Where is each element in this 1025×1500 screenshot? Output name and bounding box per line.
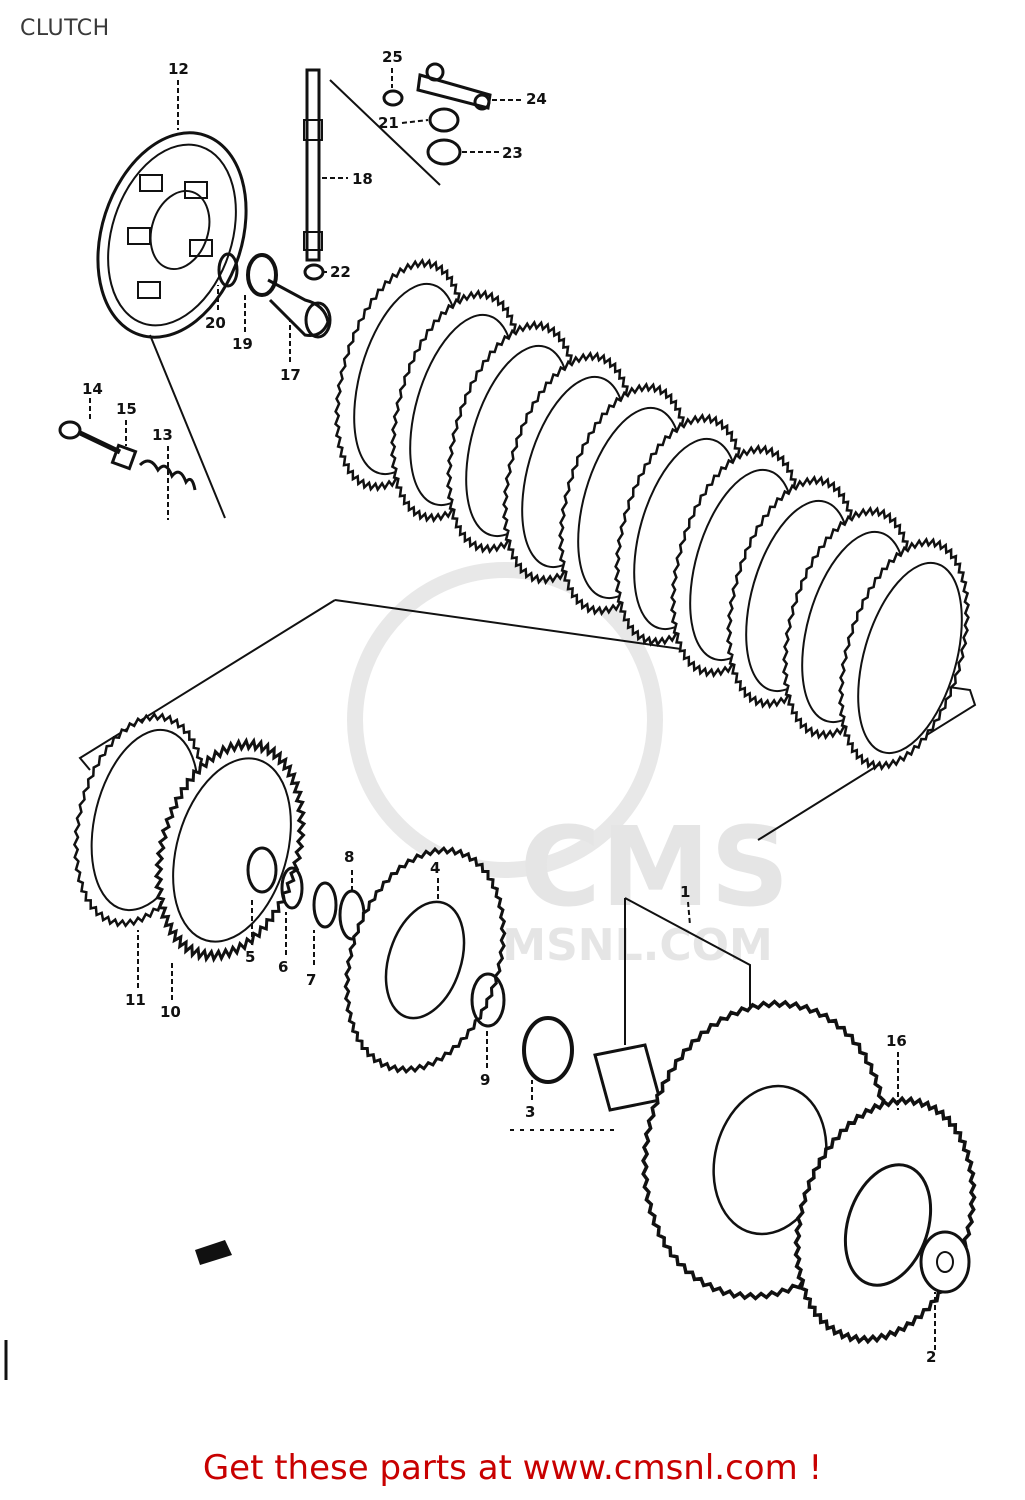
- clutch-plate-inner-10: [857, 561, 963, 755]
- part-label-14[interactable]: 14: [82, 380, 103, 398]
- part-label-19[interactable]: 19: [232, 335, 253, 353]
- spacer-2: [919, 1230, 971, 1294]
- part-label-23[interactable]: 23: [502, 144, 523, 162]
- washer-7: [312, 881, 338, 929]
- part-label-18[interactable]: 18: [352, 170, 373, 188]
- nut-5: [246, 846, 278, 894]
- leader-line-21: [401, 119, 429, 124]
- part-label-10[interactable]: 10: [160, 1003, 181, 1021]
- part-label-7[interactable]: 7: [306, 971, 316, 989]
- watermark-url: CMSNL.COM: [470, 920, 773, 971]
- clutch-sleeve-hub-4: [343, 845, 507, 1075]
- part-label-20[interactable]: 20: [205, 314, 226, 332]
- part-labels: 1234567891011121314151617181920212223242…: [82, 48, 936, 1366]
- push-rod: [303, 68, 325, 281]
- part-label-13[interactable]: 13: [152, 426, 173, 444]
- misc-marks: [4, 1129, 620, 1380]
- clutch-hub-gear-10-inner: [172, 757, 292, 943]
- part-label-17[interactable]: 17: [280, 366, 301, 384]
- needle-bearing-3: [522, 1016, 574, 1084]
- part-label-11[interactable]: 11: [125, 991, 146, 1009]
- watermark: CMS CMSNL.COM: [347, 562, 789, 971]
- pressure-plate: [96, 131, 248, 339]
- part-label-4[interactable]: 4: [430, 859, 440, 877]
- part-label-8[interactable]: 8: [344, 848, 354, 866]
- part-label-5[interactable]: 5: [245, 948, 255, 966]
- starter-clutch-16-center: [843, 1163, 933, 1287]
- part-label-21[interactable]: 21: [378, 114, 399, 132]
- part-label-24[interactable]: 24: [526, 90, 547, 108]
- leader-line-1: [687, 901, 691, 926]
- thrust-washer-9: [470, 972, 506, 1028]
- part-label-12[interactable]: 12: [168, 60, 189, 78]
- part-label-2[interactable]: 2: [926, 1348, 936, 1366]
- part-label-9[interactable]: 9: [480, 1071, 490, 1089]
- part-label-22[interactable]: 22: [330, 263, 351, 281]
- part-label-1[interactable]: 1: [680, 883, 690, 901]
- part-label-6[interactable]: 6: [278, 958, 288, 976]
- push-piece-assembly: [217, 252, 332, 339]
- footer-link[interactable]: Get these parts at www.cmsnl.com !: [202, 1448, 823, 1488]
- spacer-bush: [593, 1043, 662, 1112]
- spring-and-bolt: [58, 420, 197, 491]
- clutch-plate-10: [838, 536, 970, 772]
- clutch-plate-stack: [334, 257, 970, 772]
- spacer-2-hole: [936, 1251, 954, 1273]
- watermark-brand: CMS: [520, 803, 789, 931]
- clutch-hub-4-center: [384, 900, 466, 1020]
- lock-washer-6: [280, 866, 304, 910]
- release-arm: [382, 62, 492, 166]
- part-label-3[interactable]: 3: [525, 1103, 535, 1121]
- clutch-hub-group: [72, 712, 977, 1345]
- part-label-25[interactable]: 25: [382, 48, 403, 66]
- guide-lines: [78, 79, 977, 1045]
- part-label-15[interactable]: 15: [116, 400, 137, 418]
- page-title: CLUTCH: [20, 16, 110, 41]
- part-label-16[interactable]: 16: [886, 1032, 907, 1050]
